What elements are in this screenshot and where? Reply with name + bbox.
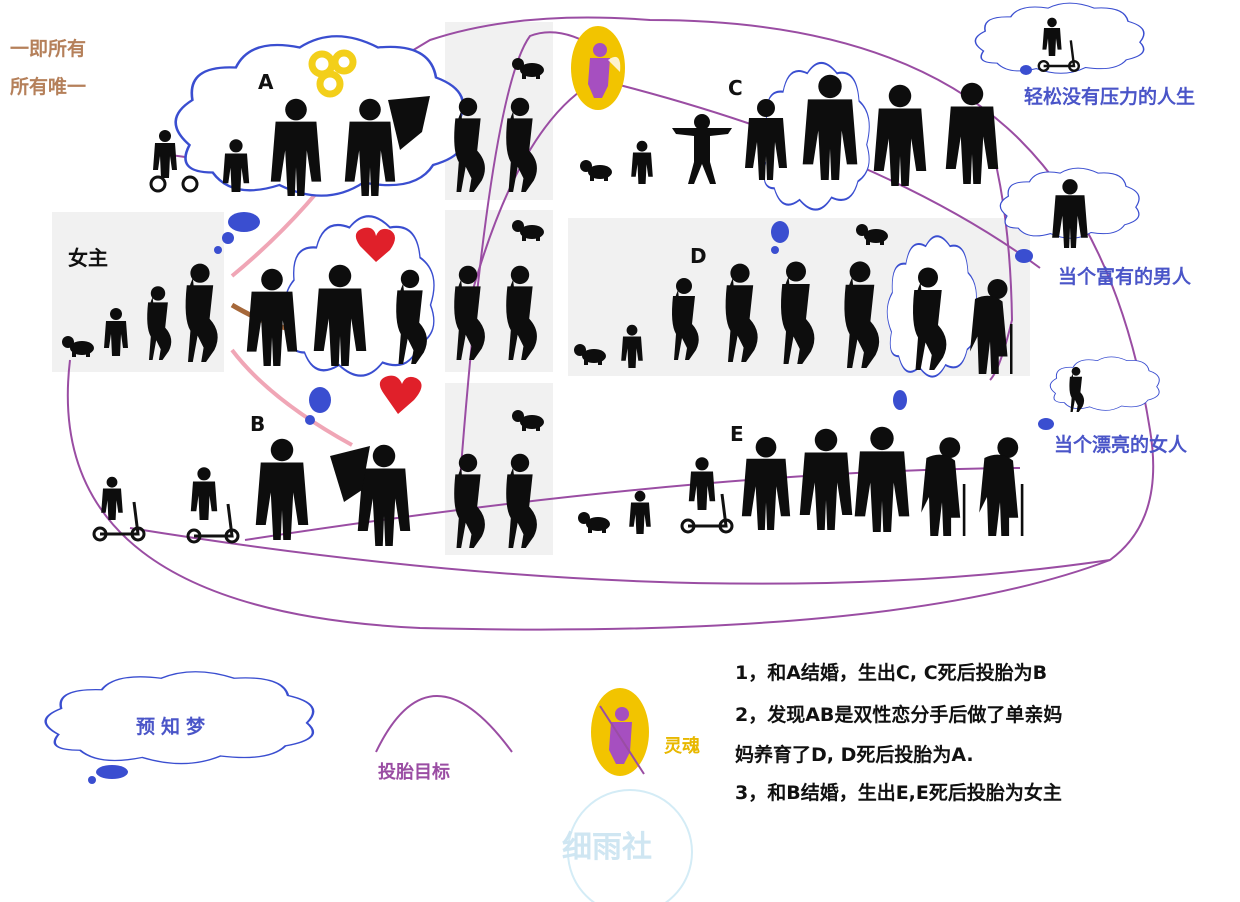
legend-target-label: 投胎目标 bbox=[378, 762, 450, 783]
note-line-3: 妈养育了D, D死后投胎为A. bbox=[735, 744, 974, 766]
wish-pretty-woman: 当个漂亮的女人 bbox=[1054, 434, 1188, 456]
note-line-2: 2，发现AB是双性恋分手后做了单亲妈 bbox=[735, 704, 1063, 726]
hearts bbox=[355, 227, 422, 414]
wish-easy-life: 轻松没有压力的人生 bbox=[1024, 86, 1196, 108]
legend-soul-label: 灵魂 bbox=[664, 736, 700, 757]
note-line-4: 3，和B结婚，生出E,E死后投胎为女主 bbox=[735, 782, 1062, 804]
silhouettes bbox=[62, 17, 1088, 548]
row-label-c: C bbox=[728, 76, 743, 100]
row-label-b: B bbox=[250, 412, 266, 436]
row-label-a: A bbox=[258, 70, 274, 94]
motto-line-1: 一即所有 bbox=[10, 38, 87, 60]
money-coins bbox=[308, 49, 357, 98]
row-label-d: D bbox=[690, 244, 707, 268]
row-label-protagonist: 女主 bbox=[68, 246, 108, 270]
watermark-text: 细雨社 bbox=[562, 830, 652, 865]
dream-bubble-tails bbox=[88, 65, 1054, 784]
legend-dream-label: 预知梦 bbox=[136, 716, 212, 738]
legend-target-arc bbox=[375, 695, 513, 753]
row-label-e: E bbox=[730, 422, 744, 446]
wish-rich-man: 当个富有的男人 bbox=[1058, 266, 1192, 288]
note-line-1: 1，和A结婚，生出C, C死后投胎为B bbox=[735, 662, 1048, 684]
soul-medallion bbox=[571, 26, 625, 110]
motto-line-2: 所有唯一 bbox=[10, 76, 87, 98]
watermark-circle bbox=[567, 789, 693, 902]
legend-soul-medallion bbox=[591, 688, 649, 776]
